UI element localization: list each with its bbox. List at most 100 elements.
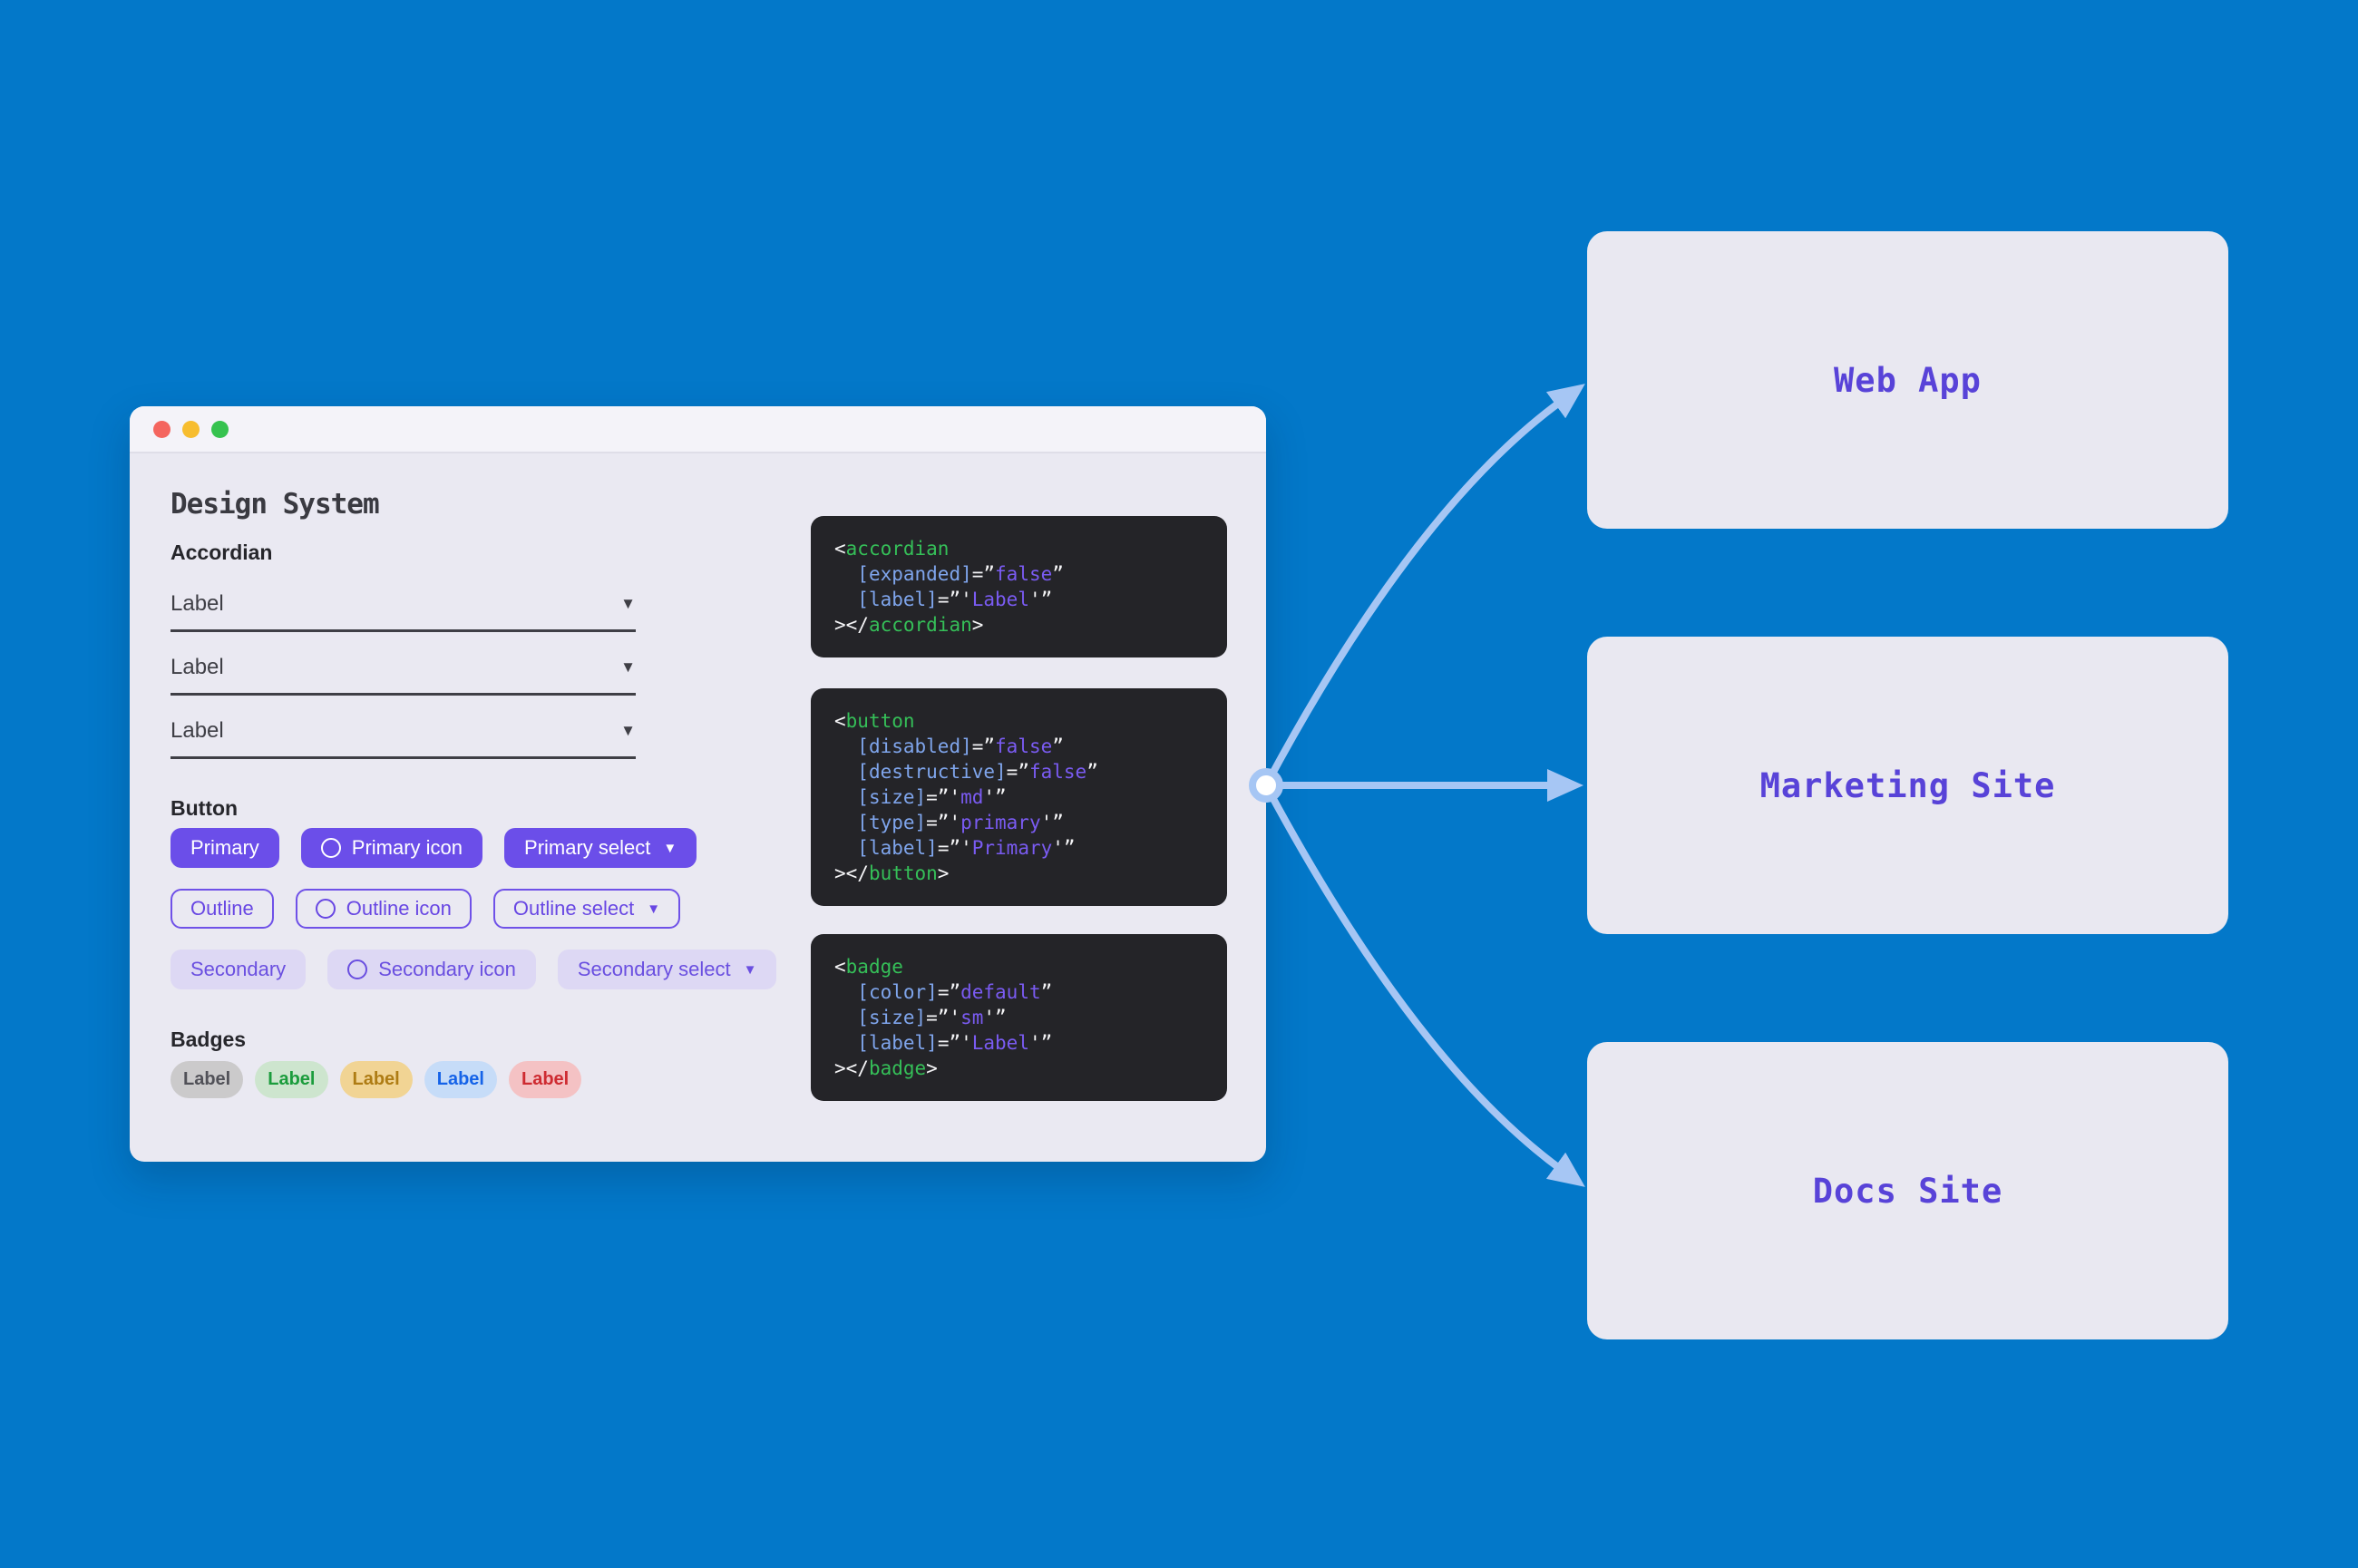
code-token-pun: ” — [1052, 735, 1064, 757]
chevron-down-icon: ▼ — [620, 595, 636, 612]
card-docs-site[interactable]: Docs Site — [1587, 1042, 2228, 1339]
code-token-val: Primary — [971, 837, 1053, 859]
code-token-pun: '” — [1052, 837, 1076, 859]
code-token-pun: =”' — [926, 812, 961, 833]
code-token-pun — [834, 786, 857, 808]
secondary-select-button[interactable]: Secondary select ▼ — [557, 950, 777, 989]
window-titlebar[interactable] — [130, 406, 1266, 453]
accordion: Label ▼ Label ▼ Label ▼ — [171, 579, 636, 769]
badges-section-heading: Badges — [171, 1027, 247, 1051]
accordion-item[interactable]: Label ▼ — [171, 642, 636, 696]
button-label: Secondary — [190, 958, 287, 980]
button-label: Outline — [190, 897, 254, 920]
outline-select-button[interactable]: Outline select ▼ — [492, 889, 681, 929]
code-token-tag: accordian — [845, 538, 950, 560]
code-block-badge: <badge [color]=”default” [size]=”'sm'” [… — [811, 934, 1227, 1101]
code-token-pun: > — [926, 1057, 938, 1079]
code-token-tag: button — [845, 710, 915, 732]
code-token-val: false — [995, 735, 1053, 757]
badge-green: Label — [255, 1061, 328, 1098]
code-line: [label]=”'Label'” — [834, 1030, 1209, 1056]
code-line: [type]=”'primary'” — [834, 810, 1209, 835]
button-label: Secondary select — [577, 958, 731, 980]
code-token-pun: =”' — [937, 1032, 972, 1054]
code-token-pun: '” — [1028, 1032, 1053, 1054]
accordion-item-label: Label — [171, 591, 224, 616]
button-label: Primary — [190, 836, 259, 859]
code-token-pun: ” — [1086, 761, 1098, 783]
code-line: [label]=”'Primary'” — [834, 835, 1209, 861]
primary-select-button[interactable]: Primary select ▼ — [504, 828, 697, 868]
button-rows: Primary Primary icon Primary select ▼ Ou… — [171, 828, 777, 989]
code-token-tag: badge — [868, 1057, 927, 1079]
code-token-pun — [834, 812, 857, 833]
code-token-pun: ” — [1052, 563, 1064, 585]
code-token-attr: [type] — [857, 812, 927, 833]
secondary-button-row: Secondary Secondary icon Secondary selec… — [171, 950, 777, 989]
page-title: Design System — [171, 488, 380, 521]
zoom-traffic-light-icon[interactable] — [211, 420, 229, 438]
code-token-val: md — [960, 786, 984, 808]
card-web-app[interactable]: Web App — [1587, 231, 2228, 529]
code-token-attr: [label] — [857, 1032, 938, 1054]
code-line: [destructive]=”false” — [834, 759, 1209, 784]
design-system-window: Design System Accordian Label ▼ Label ▼ … — [130, 406, 1266, 1162]
badge-default: Label — [171, 1061, 244, 1098]
code-token-val: primary — [960, 812, 1041, 833]
arrow-to-web-app — [1262, 384, 1585, 789]
code-token-pun: '” — [1040, 812, 1064, 833]
outline-button[interactable]: Outline — [171, 889, 274, 929]
circle-icon — [315, 899, 336, 919]
accordion-item-label: Label — [171, 655, 224, 679]
button-label: Primary icon — [351, 836, 463, 859]
code-token-pun — [834, 563, 857, 585]
minimize-traffic-light-icon[interactable] — [182, 420, 200, 438]
code-token-pun: =” — [1006, 761, 1029, 783]
badges-row: Label Label Label Label Label — [171, 1061, 582, 1098]
code-line: [label]=”'Label'” — [834, 587, 1209, 612]
code-token-pun: =” — [971, 563, 996, 585]
code-token-pun: =”' — [926, 786, 961, 808]
close-traffic-light-icon[interactable] — [153, 420, 171, 438]
card-label: Marketing Site — [1759, 765, 2056, 805]
code-token-pun: ></ — [834, 1057, 869, 1079]
code-token-pun: > — [971, 614, 984, 636]
code-line: [size]=”'sm'” — [834, 1005, 1209, 1030]
code-token-val: false — [995, 563, 1053, 585]
button-label: Outline icon — [346, 897, 452, 920]
outline-button-row: Outline Outline icon Outline select ▼ — [171, 889, 776, 929]
code-line: [color]=”default” — [834, 979, 1209, 1005]
primary-icon-button[interactable]: Primary icon — [300, 828, 483, 868]
code-line: [size]=”'md'” — [834, 784, 1209, 810]
code-token-val: Label — [971, 1032, 1029, 1054]
secondary-icon-button[interactable]: Secondary icon — [327, 950, 536, 989]
badge-amber: Label — [339, 1061, 413, 1098]
code-token-attr: [size] — [857, 786, 927, 808]
secondary-button[interactable]: Secondary — [171, 950, 307, 989]
code-token-tag: badge — [845, 956, 903, 978]
accordion-section-heading: Accordian — [171, 541, 273, 564]
code-token-pun: '” — [1028, 589, 1053, 610]
code-line: [disabled]=”false” — [834, 734, 1209, 759]
code-token-pun — [834, 837, 857, 859]
card-marketing-site[interactable]: Marketing Site — [1587, 637, 2228, 934]
code-block-accordian: <accordian [expanded]=”false” [label]=”'… — [811, 516, 1227, 657]
arrow-to-docs-site — [1262, 782, 1585, 1187]
code-token-val: default — [960, 981, 1041, 1003]
circle-icon — [320, 838, 341, 858]
code-token-pun: ></ — [834, 614, 869, 636]
code-token-pun: < — [834, 710, 846, 732]
code-token-attr: [destructive] — [857, 761, 1007, 783]
code-token-attr: [disabled] — [857, 735, 972, 757]
accordion-item[interactable]: Label ▼ — [171, 579, 636, 632]
code-token-val: sm — [960, 1007, 984, 1028]
code-token-pun: ” — [1040, 981, 1053, 1003]
code-token-pun: '” — [983, 786, 1007, 808]
accordion-item-label: Label — [171, 718, 224, 743]
accordion-item[interactable]: Label ▼ — [171, 706, 636, 759]
code-line: ></badge> — [834, 1056, 1209, 1081]
primary-button[interactable]: Primary — [171, 828, 279, 868]
code-token-attr: [size] — [857, 1007, 927, 1028]
outline-icon-button[interactable]: Outline icon — [295, 889, 472, 929]
